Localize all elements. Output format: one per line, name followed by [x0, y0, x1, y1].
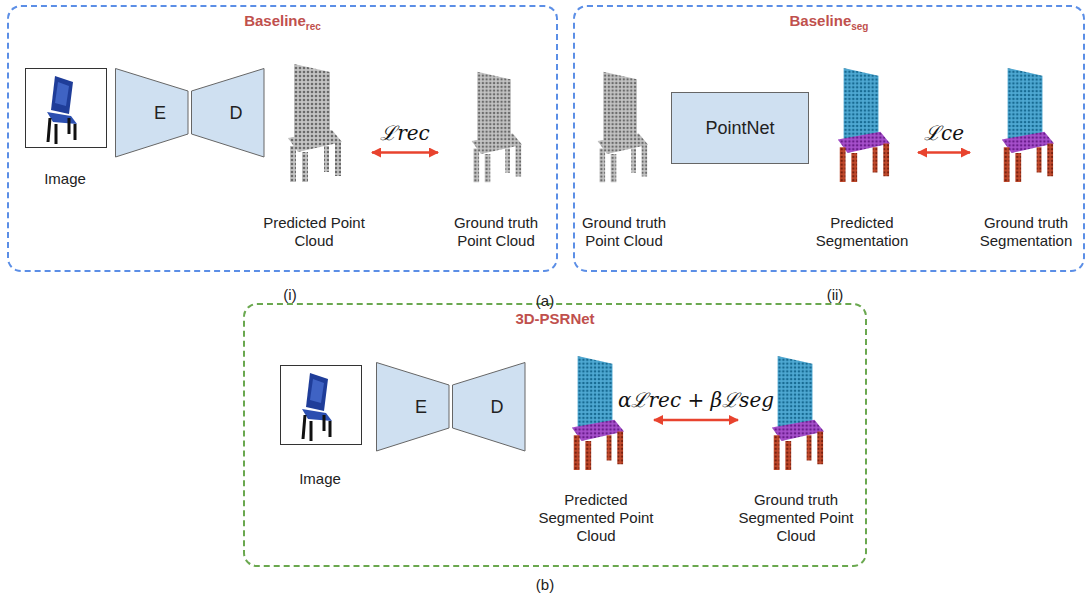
decoder-block: D: [191, 68, 281, 158]
figure-caption: Ground truth Point Cloud: [438, 214, 554, 250]
panel-tag: (ii): [827, 286, 844, 303]
network-box: PointNet: [671, 92, 809, 164]
trapezoid: [453, 363, 526, 452]
caption-text: Ground truth Segmentation: [970, 214, 1082, 250]
loss-label: ℒrec: [377, 119, 433, 146]
point-cloud-chair: [472, 72, 522, 182]
loss-arrow: [918, 151, 970, 154]
block-letter: PointNet: [672, 118, 808, 139]
panel-tag: (i): [283, 286, 296, 303]
point-cloud-figure: Image: [268, 362, 372, 488]
caption-text: Ground truth Point Cloud: [574, 214, 674, 250]
point-cloud-figure: Predicted Segmented Point Cloud: [538, 345, 654, 545]
caption-text: Image: [13, 170, 117, 188]
figure-caption: Ground truth Segmentation: [970, 214, 1082, 250]
panel-title: Baselinerec: [9, 12, 556, 32]
block-outline: [452, 362, 526, 452]
dashed-panel: BaselinesegGround truth Point Cloud Point…: [573, 5, 1085, 272]
caption-text: Predicted Point Cloud: [256, 214, 372, 250]
panel-title-text: Baseline: [244, 12, 306, 29]
title-subscript: seg: [851, 21, 868, 32]
caption-text: Predicted Segmentation: [806, 214, 918, 250]
figure-caption: Image: [268, 470, 372, 488]
block-outline: [115, 68, 189, 158]
caption-text: Predicted Segmented Point Cloud: [538, 491, 654, 545]
segmented-chair: [572, 356, 624, 470]
figure-caption: Ground truth Point Cloud: [574, 214, 674, 250]
caption-text: Image: [268, 470, 372, 488]
trapezoid: [192, 69, 265, 158]
loss-label: ℒce: [921, 119, 967, 146]
panel-tag: (a): [536, 292, 554, 309]
trapezoid: [116, 69, 189, 158]
input-image: [281, 366, 362, 445]
decoder-block: D: [452, 362, 542, 452]
figure-caption: Predicted Segmented Point Cloud: [538, 491, 654, 545]
trapezoid: [377, 363, 450, 452]
point-cloud-figure: Ground truth Segmented Point Cloud: [738, 345, 854, 545]
block-outline: [191, 68, 265, 158]
panel-title-text: Baseline: [790, 12, 852, 29]
point-cloud-figure: Predicted Point Cloud: [256, 55, 372, 250]
figure-caption: Predicted Segmentation: [806, 214, 918, 250]
figure-caption: Predicted Point Cloud: [256, 214, 372, 250]
loss-arrow: [372, 151, 438, 154]
panel-title: 3D-PSRNet: [245, 310, 865, 327]
loss-label: αℒrec + βℒseg: [615, 386, 777, 413]
segmented-chair: [1002, 68, 1054, 182]
panel-tag: (b): [536, 576, 554, 593]
panel-title-text: 3D-PSRNet: [515, 310, 594, 327]
point-cloud-figure: Image: [13, 66, 117, 188]
segmented-chair: [838, 68, 890, 182]
point-cloud-chair: [598, 72, 648, 182]
point-cloud-figure: Predicted Segmentation: [806, 55, 918, 250]
input-image: [26, 69, 107, 148]
point-cloud-figure: Ground truth Point Cloud: [438, 55, 554, 250]
box-label: PointNet: [672, 118, 808, 139]
point-cloud-figure: Ground truth Point Cloud: [574, 55, 674, 250]
box-label: D: [191, 103, 281, 124]
panel-title: Baselineseg: [575, 12, 1083, 32]
figure-caption: Image: [13, 170, 117, 188]
loss-arrow: [654, 419, 738, 422]
block-letter: D: [452, 397, 542, 418]
point-cloud-figure: Ground truth Segmentation: [970, 55, 1082, 250]
point-cloud-chair: [288, 64, 342, 182]
title-subscript: rec: [306, 21, 321, 32]
caption-text: Ground truth Point Cloud: [438, 214, 554, 250]
segmented-chair: [772, 356, 824, 470]
caption-text: Ground truth Segmented Point Cloud: [738, 491, 854, 545]
block-letter: D: [191, 103, 281, 124]
dashed-panel: BaselinerecImageEDPredicted Point CloudG…: [7, 5, 558, 272]
block-outline: [376, 362, 450, 452]
figure-caption: Ground truth Segmented Point Cloud: [738, 491, 854, 545]
box-label: D: [452, 397, 542, 418]
dashed-panel: 3D-PSRNetImageEDPredicted Segmented Poin…: [243, 303, 867, 567]
